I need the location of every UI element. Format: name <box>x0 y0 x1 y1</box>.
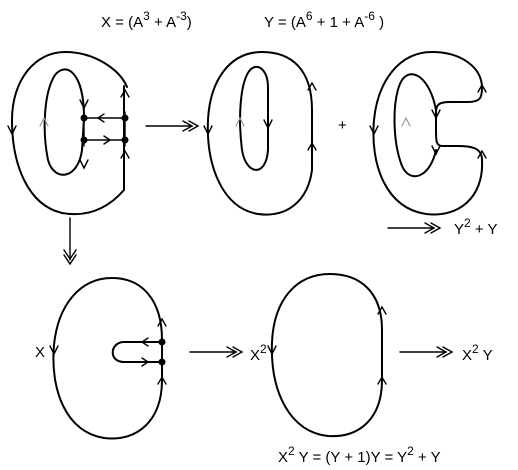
diagram-3-arrow-down <box>431 109 441 120</box>
y-definition: Y = (A6 + 1 + A-6 ) <box>264 9 384 31</box>
diagram-2-arrow-up <box>307 81 317 91</box>
diagram-1-vertex <box>121 136 129 144</box>
diagram-5-arrow-up <box>377 305 387 315</box>
diagram-3-c-shape <box>369 51 487 216</box>
y-def-mid: + 1 + A <box>313 14 365 31</box>
diagram-2-outer-loop <box>206 51 313 216</box>
label-x-squared: X2 <box>250 342 267 364</box>
diagram-1-vertex <box>121 114 129 122</box>
diagram-5-single-loop <box>267 273 387 438</box>
y-def-rhs: ) <box>375 14 384 31</box>
final-equation: X2 Y = (Y + 1)Y = Y2 + Y <box>278 444 441 466</box>
x-def-lhs: X = (A <box>101 14 143 31</box>
implies-arrow <box>399 346 454 358</box>
svg-text:Y = (A6 + 1 + A-6 ): Y = (A6 + 1 + A-6 ) <box>264 9 384 31</box>
diagram-4-vertex <box>158 358 166 366</box>
implies-arrow <box>189 346 244 358</box>
diagram-1-arrow-up <box>120 149 130 159</box>
diagram-3-c-curve <box>372 51 484 216</box>
diagram-1-arrow-down <box>7 125 17 136</box>
label-x: X <box>35 344 45 361</box>
implies-arrow-down <box>63 217 77 266</box>
diagram-4-vertex <box>158 338 166 346</box>
diagram-4-arrow-left <box>140 337 149 347</box>
diagram-3-inner-arc <box>393 73 437 178</box>
y-def-exp1: 6 <box>306 9 313 23</box>
svg-text:X = (A3 + A-3): X = (A3 + A-3) <box>101 9 192 31</box>
diagram-5-arrow-down <box>267 345 277 356</box>
diagram-4-one-crossing <box>49 277 167 440</box>
result-x-squared-y: X2 Y <box>462 342 493 364</box>
diagram-5-loop <box>270 273 383 438</box>
implies-arrow <box>387 222 442 234</box>
result-y-squared-plus-y: Y2 + Y <box>454 216 498 238</box>
diagram-3-arrow-up <box>477 83 487 93</box>
diagram-1-arrow-down <box>79 99 89 110</box>
diagram-2-arrow-down <box>263 119 273 130</box>
diagram-2-two-loops <box>203 51 317 216</box>
diagram-1-arrow-up <box>120 88 130 98</box>
diagram-1-arrow-right <box>103 135 112 145</box>
diagram-3-arrow-up <box>477 149 487 159</box>
diagram-4-arrow-right <box>141 357 150 367</box>
diagram-2-arrow-up <box>307 141 317 151</box>
diagram-1-two-crossings <box>7 51 130 216</box>
diagram-4-arrow-up <box>157 317 167 327</box>
diagram-1-outer-loop <box>11 51 128 216</box>
x-definition: X = (A3 + A-3) <box>101 9 192 31</box>
diagram-2-inner-loop <box>239 65 269 171</box>
diagram-4-bulge <box>111 341 163 363</box>
diagram-3-arrow-down <box>369 125 379 136</box>
diagram-4-arrow-up <box>157 375 167 385</box>
diagram-3-arrow-down <box>431 145 441 156</box>
x-def-exp2: -3 <box>176 9 187 23</box>
y-def-exp2: -6 <box>364 9 375 23</box>
diagram-2-arrow-down <box>203 125 213 136</box>
diagram-1-arrow-down <box>79 159 89 170</box>
diagram-1-vertex <box>80 114 88 122</box>
implies-arrow <box>145 120 200 132</box>
diagram-1-arrow-left <box>96 113 105 123</box>
x-def-rhs: ) <box>187 14 192 31</box>
diagram-1-vertex <box>80 136 88 144</box>
diagram-4-arrow-down <box>49 345 59 356</box>
y-def-lhs: Y = (A <box>264 14 306 31</box>
diagram-2-arrow-up-grey <box>235 116 245 127</box>
diagram-1-inner-loop <box>43 68 85 176</box>
diagram-1-arrow-up-grey <box>39 116 49 127</box>
plus-sign: + <box>338 117 347 134</box>
x-def-mid: + A <box>150 14 176 31</box>
x-def-exp1: 3 <box>143 9 150 23</box>
diagram-5-arrow-up <box>377 375 387 385</box>
diagram-3-arrow-up-grey <box>401 116 411 127</box>
diagram-4-outer-curve <box>52 277 163 440</box>
